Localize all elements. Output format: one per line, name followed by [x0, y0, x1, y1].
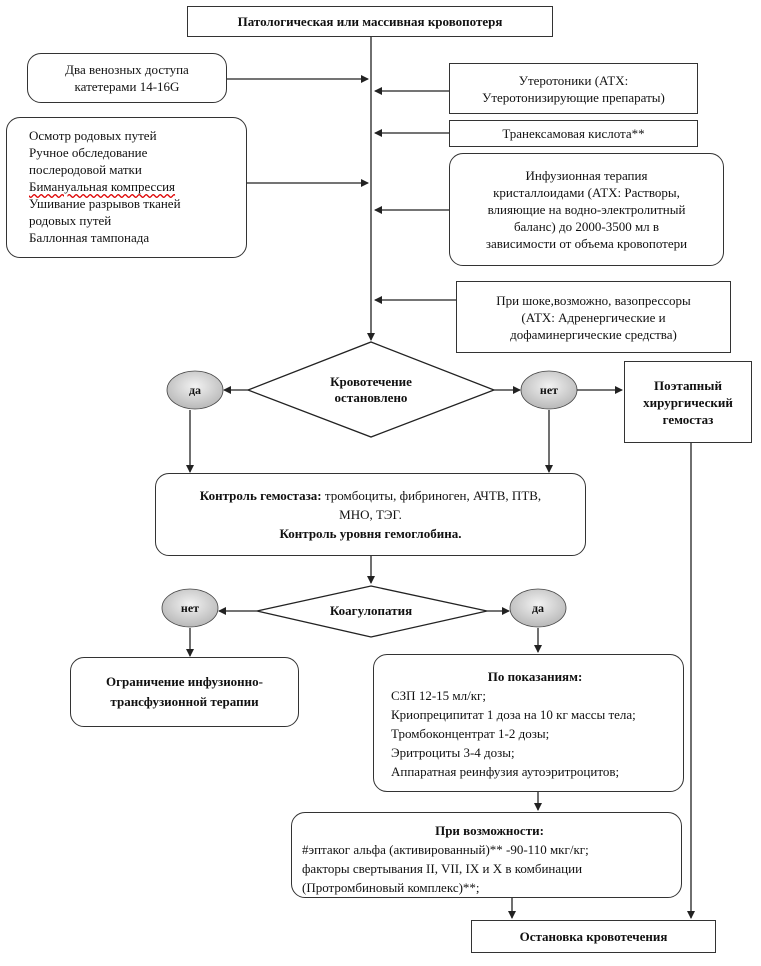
vasopressors-line-2: (АТХ: Адренергические и — [521, 309, 666, 325]
control-box: Контроль гемостаза: тромбоциты, фибриног… — [155, 473, 586, 556]
procedure-1: Осмотр родовых путей — [29, 128, 157, 143]
no-label-2: нет — [180, 600, 200, 615]
indication-item-2: Криопреципитат 1 доза на 10 кг массы тел… — [391, 707, 636, 722]
uterotonics-line-1: Утеротоники (АТХ: — [518, 72, 629, 88]
decision1-line-1: Кровотечение — [330, 374, 412, 389]
title-box: Патологическая или массивная кровопотеря — [187, 6, 553, 37]
procedure-5: Ушивание разрывов тканей — [29, 196, 181, 211]
tranexamic-text: Транексамовая кислота** — [502, 126, 645, 141]
uterotonics-line-2: Утеротонизирующие препараты) — [482, 89, 665, 105]
surgical-box: Поэтапный хирургический гемостаз — [624, 361, 752, 443]
possible-title: При возможности: — [435, 823, 544, 838]
limit-box: Ограничение инфузионно- трансфузионной т… — [70, 657, 299, 727]
venous-line-2: катетерами 14-16G — [74, 79, 180, 94]
vasopressors-line-1: При шоке,возможно, вазопрессоры — [496, 292, 691, 308]
control-line-2: МНО, ТЭГ. — [339, 507, 402, 522]
indication-item-4: Эритроциты 3-4 дозы; — [391, 745, 515, 760]
possible-box: При возможности: #эптаког альфа (активир… — [291, 812, 682, 898]
indication-item-1: СЗП 12-15 мл/кг; — [391, 688, 486, 703]
yes-label-2: да — [531, 600, 545, 615]
possible-item-3: (Протромбиновый комплекс)**; — [302, 880, 480, 895]
ellipse-yes-1 — [166, 370, 224, 410]
procedure-7: Баллонная тампонада — [29, 230, 150, 245]
surgical-line-3: гемостаз — [662, 411, 714, 427]
decision2-diamond — [256, 585, 488, 638]
vasopressors-line-3: дофаминергические средства) — [510, 326, 677, 342]
possible-item-1: #эптаког альфа (активированный)** -90-11… — [302, 842, 589, 857]
indications-box: По показаниям: СЗП 12-15 мл/кг; Криопрец… — [373, 654, 684, 792]
surgical-line-1: Поэтапный — [654, 377, 722, 393]
infusion-line-4: баланс) до 2000-3500 мл в — [513, 219, 660, 234]
procedures-box: Осмотр родовых путей Ручное обследование… — [6, 117, 247, 258]
control-line-3: Контроль уровня гемоглобина. — [279, 526, 462, 541]
infusion-line-5: зависимости от объема кровопотери — [485, 236, 688, 251]
possible-item-2: факторы свертывания II, VII, IX и X в ко… — [302, 861, 583, 876]
title-text: Патологическая или массивная кровопотеря — [237, 14, 503, 29]
indication-item-5: Аппаратная реинфузия аутоэритроцитов; — [391, 764, 620, 779]
uterotonics-box: Утеротоники (АТХ: Утеротонизирующие преп… — [449, 63, 698, 114]
surgical-line-2: хирургический — [643, 394, 733, 410]
infusion-line-1: Инфузионная терапия — [525, 168, 648, 183]
infusion-line-2: кристаллоидами (АТХ: Растворы, — [493, 185, 680, 200]
decision2-label: Коагулопатия — [329, 603, 413, 618]
decision1-line-2: остановлено — [334, 390, 408, 405]
infusion-line-3: влияющие на водно-электролитный — [487, 202, 686, 217]
stop-box: Остановка кровотечения — [471, 920, 716, 953]
ellipse-yes-2 — [509, 588, 567, 628]
infusion-box: Инфузионная терапия кристаллоидами (АТХ:… — [449, 153, 724, 266]
control-line-1-rest: тромбоциты, фибриноген, АЧТВ, ПТВ, — [321, 488, 542, 503]
tranexamic-box: Транексамовая кислота** — [449, 120, 698, 147]
indication-item-3: Тромбоконцентрат 1-2 дозы; — [391, 726, 550, 741]
decision1-diamond — [246, 341, 496, 438]
limit-line-2: трансфузионной терапии — [110, 694, 259, 709]
control-line-1-bold: Контроль гемостаза: — [199, 488, 322, 503]
vasopressors-box: При шоке,возможно, вазопрессоры (АТХ: Ад… — [456, 281, 731, 353]
no-label-1: нет — [539, 382, 559, 397]
procedure-4: Бимануальная компрессия — [29, 179, 176, 194]
indications-title: По показаниям: — [487, 669, 583, 684]
procedure-6: родовых путей — [29, 213, 112, 228]
procedure-3: послеродовой матки — [29, 162, 142, 177]
control-line-1: Контроль гемостаза: тромбоциты, фибриног… — [200, 486, 541, 505]
ellipse-no-2 — [161, 588, 219, 628]
limit-line-1: Ограничение инфузионно- — [105, 674, 263, 689]
yes-label-1: да — [188, 382, 202, 397]
decision1-label: Кровотечение остановлено — [298, 372, 444, 408]
venous-access-box: Два венозных доступа катетерами 14-16G — [27, 53, 227, 103]
stop-text: Остановка кровотечения — [519, 929, 668, 944]
procedure-2: Ручное обследование — [29, 145, 148, 160]
venous-line-1: Два венозных доступа — [65, 62, 189, 77]
